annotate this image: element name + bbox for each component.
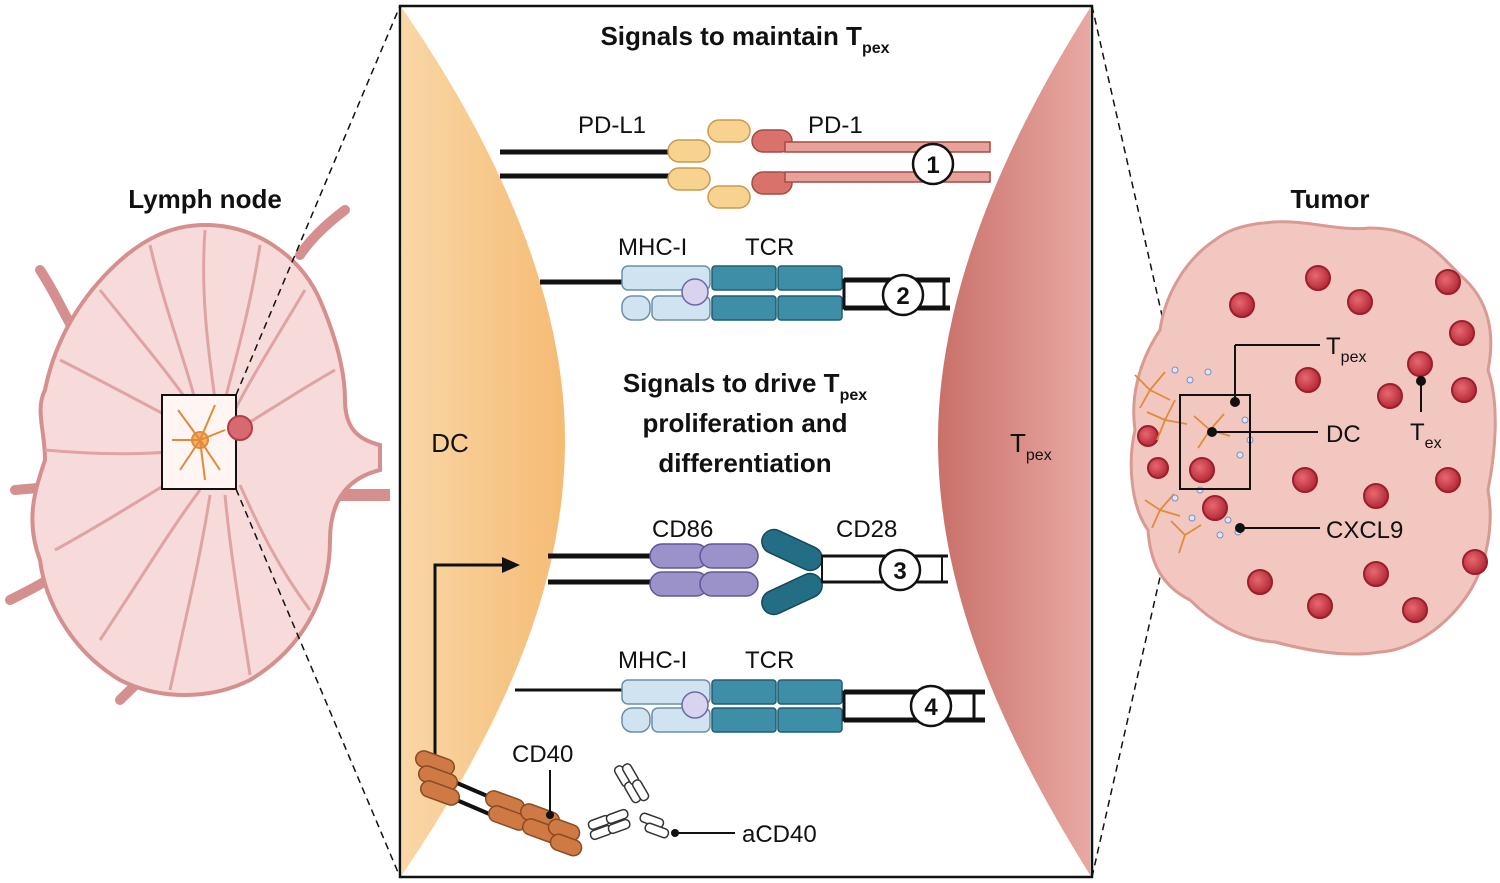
pdl1-label: PD-L1 xyxy=(578,112,646,139)
tcr-label-2: TCR xyxy=(745,234,794,261)
tpex-cell-membrane xyxy=(938,8,1090,875)
cd40-label: CD40 xyxy=(512,741,573,768)
mhc-i-molecule-4 xyxy=(621,679,711,733)
svg-text:proliferation and: proliferation and xyxy=(642,408,847,438)
pdl1-molecule xyxy=(667,119,751,209)
center-panel: DC Tpex Signals to maintain Tpex Signals… xyxy=(398,4,1094,879)
cd40-molecule xyxy=(414,750,583,857)
tumor-panel: Tumor xyxy=(1091,5,1497,878)
tumor-title: Tumor xyxy=(1291,184,1370,214)
cd86-label: CD86 xyxy=(652,516,713,543)
signal-4-mhc-tcr: MHC-I TCR 4 xyxy=(515,647,985,733)
signal-2-badge xyxy=(881,273,925,317)
pd1-molecule xyxy=(751,129,991,195)
dendritic-cell-icon xyxy=(172,404,226,481)
svg-text:3: 3 xyxy=(893,558,906,585)
activation-arrow xyxy=(433,563,505,790)
maintain-heading: Signals to maintain Tpex xyxy=(600,21,889,57)
svg-text:differentiation: differentiation xyxy=(658,448,831,478)
cd28-label: CD28 xyxy=(836,516,897,543)
cd86-molecule xyxy=(649,543,759,597)
signal-3-cd86-cd28: CD86 CD28 3 xyxy=(548,516,948,616)
dc-label: DC xyxy=(431,428,469,458)
lymph-node-illustration xyxy=(5,5,401,878)
svg-text:Signals to drive Tpex: Signals to drive Tpex xyxy=(623,368,867,404)
lymph-node-title: Lymph node xyxy=(128,184,282,214)
tumor-mass xyxy=(1129,220,1497,656)
mhc-i-label-4: MHC-I xyxy=(618,647,687,674)
tcr-molecule-2 xyxy=(711,265,843,321)
tumor-tex-label: Tex xyxy=(1410,419,1442,452)
svg-text:1: 1 xyxy=(926,152,939,179)
acd40-label: aCD40 xyxy=(742,821,817,848)
tumor-cxcl9-label: CXCL9 xyxy=(1326,517,1403,544)
mhc-i-label-2: MHC-I xyxy=(618,234,687,261)
tumor-tpex-label: Tpex xyxy=(1326,333,1366,366)
mhc-i-molecule-2 xyxy=(621,265,711,321)
tumor-dendritic-cells xyxy=(1134,371,1231,554)
svg-text:4: 4 xyxy=(924,694,938,721)
pd1-label: PD-1 xyxy=(808,112,863,139)
signal-4-badge xyxy=(909,684,953,728)
tpex-label: Tpex xyxy=(1010,428,1052,464)
tcr-label-4: TCR xyxy=(745,647,794,674)
signal-1-pdl1-pd1: PD-L1 PD-1 1 xyxy=(500,112,991,209)
t-cell-icon xyxy=(227,415,253,441)
acd40-antibody xyxy=(587,763,670,841)
tumor-dc-label: DC xyxy=(1326,421,1361,448)
signal-1-badge xyxy=(911,142,955,186)
dc-cell-membrane xyxy=(402,8,565,875)
tumor-cells xyxy=(1137,265,1488,623)
tumor-inset-box xyxy=(1179,394,1251,490)
tumor-leaders xyxy=(1207,344,1426,533)
svg-text:2: 2 xyxy=(896,283,909,310)
tcr-molecule-4 xyxy=(711,679,843,733)
proliferation-heading: Signals to drive Tpex proliferation and … xyxy=(623,368,867,478)
signal-3-badge xyxy=(878,548,922,592)
signal-2-mhc-tcr: MHC-I TCR 2 xyxy=(540,234,950,321)
lymph-node-panel: Lymph node xyxy=(5,5,401,878)
